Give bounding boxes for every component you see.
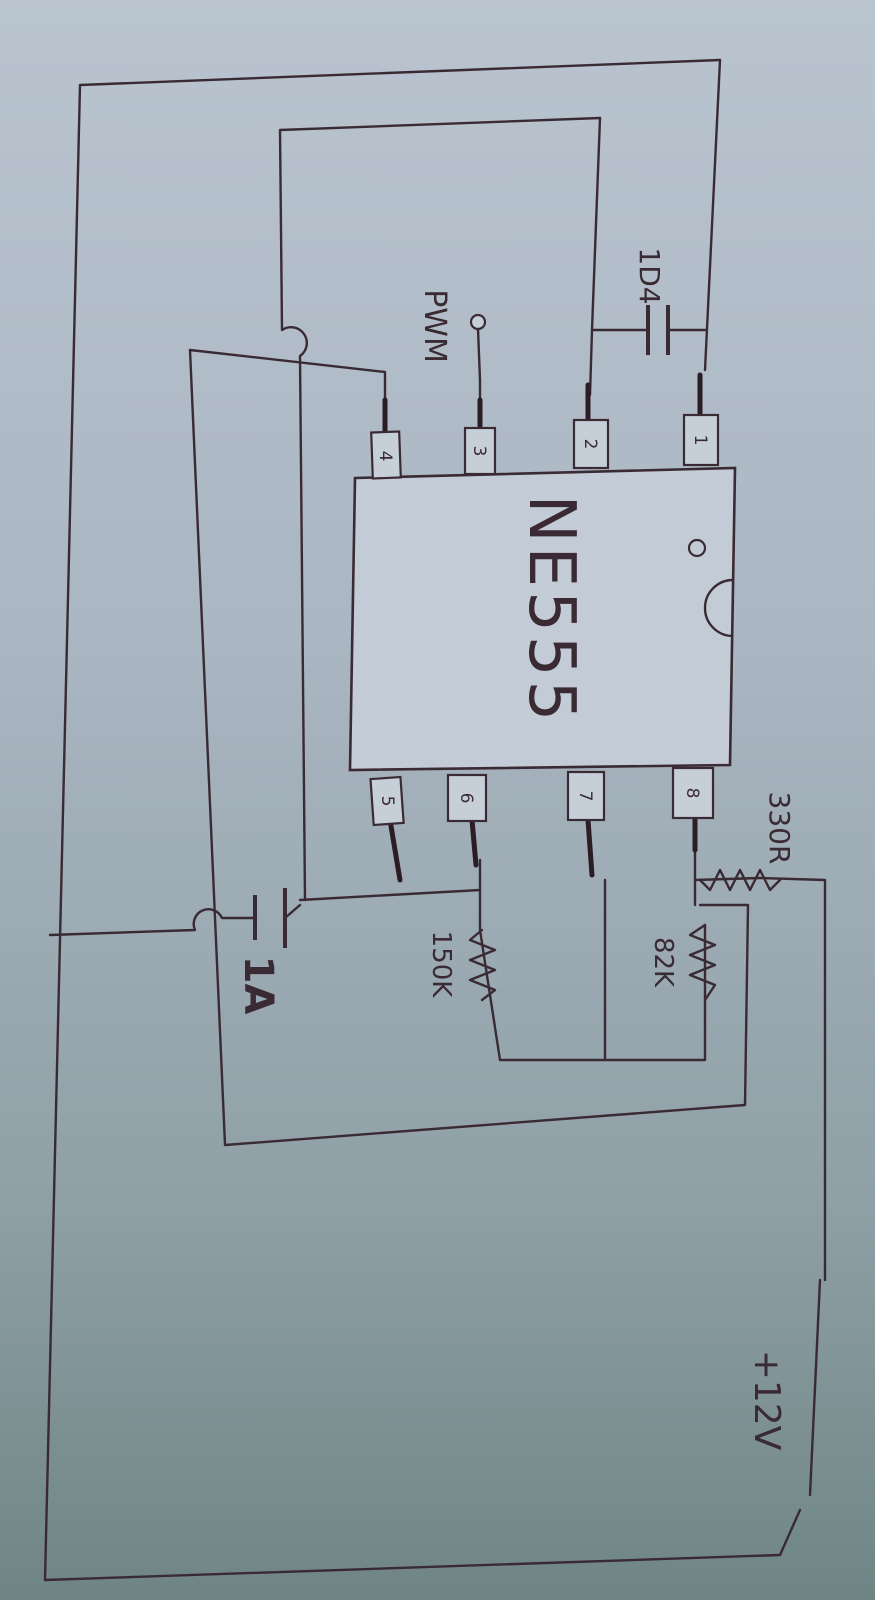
ne555-chip: NE555 [348, 466, 737, 772]
resistor-150k-label: 150K [426, 931, 456, 999]
svg-text:8: 8 [682, 788, 702, 799]
svg-text:5: 5 [377, 796, 397, 807]
pin-2: 2 [572, 418, 610, 470]
resistor-150k [468, 928, 497, 1002]
chip-label: NE555 [514, 495, 588, 725]
pwm-output-node [469, 313, 487, 331]
resistor-82k [688, 923, 717, 1002]
supply-label: +12V [746, 1350, 787, 1451]
pin-4: 4 [370, 430, 402, 480]
pin-6: 6 [446, 773, 488, 823]
capacitor-label: 1D4 [633, 247, 666, 304]
capacitor-1a [253, 888, 302, 948]
pin-1: 1 [682, 413, 720, 467]
svg-text:7: 7 [575, 791, 595, 802]
svg-text:2: 2 [580, 439, 600, 450]
pin-5: 5 [369, 775, 405, 827]
svg-text:4: 4 [375, 451, 395, 462]
pin-3: 3 [463, 426, 497, 476]
pin-7: 7 [566, 770, 606, 822]
svg-text:6: 6 [456, 793, 476, 804]
resistor-330r-label: 330R [763, 792, 796, 865]
svg-text:1: 1 [690, 435, 710, 446]
resistor-330r [698, 868, 782, 892]
wiring [43, 58, 827, 1582]
resistor-82k-label: 82K [648, 937, 678, 988]
pwm-label: PWM [417, 289, 452, 363]
svg-text:3: 3 [469, 446, 489, 457]
capacitor-1a-label: 1A [235, 956, 281, 1015]
capacitor-1d4 [646, 305, 670, 355]
pin-8: 8 [671, 766, 715, 820]
pin-leads [382, 372, 703, 883]
